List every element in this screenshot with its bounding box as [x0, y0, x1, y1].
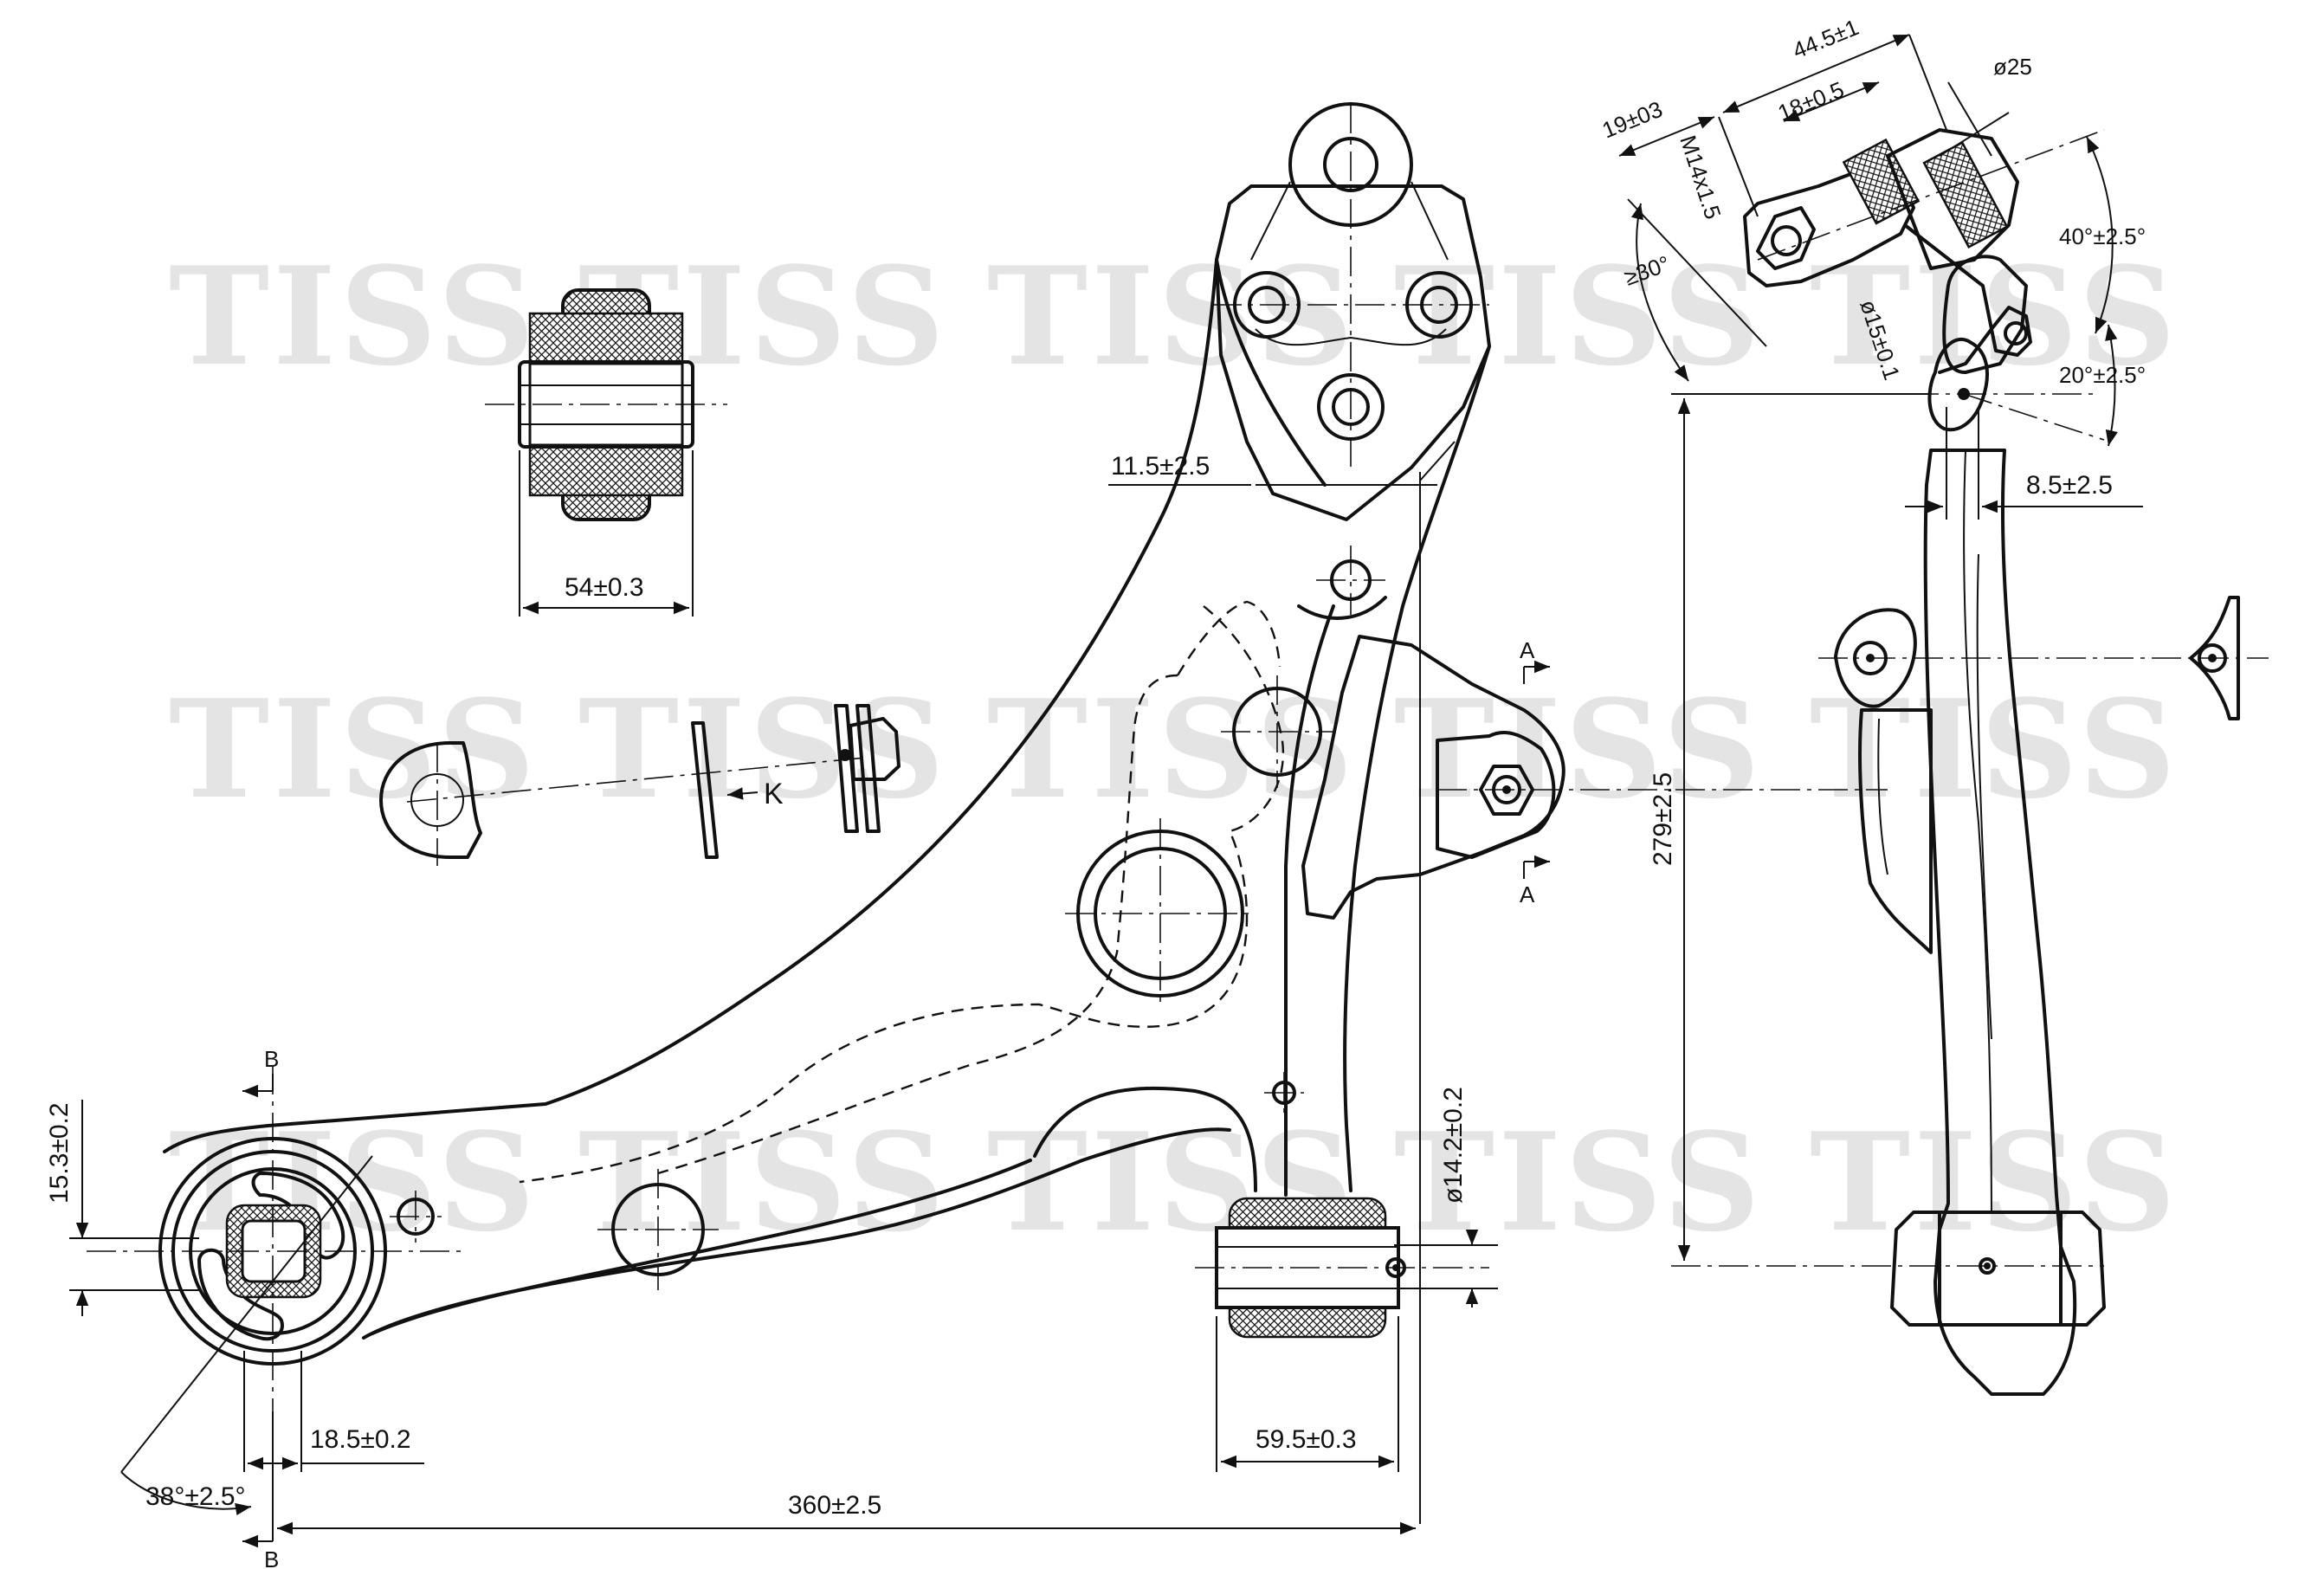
watermark-text: TISS — [1394, 237, 1764, 396]
side-dim-thread: M14x1.5 — [1675, 132, 1726, 223]
section-a-top: A — [1520, 637, 1535, 663]
bushing-width-dim: 54±0.3 — [565, 573, 644, 602]
dim-bushing-dia: ø14.2±0.2 — [1439, 1087, 1468, 1204]
dim-offset-top: 11.5±2.5 — [1111, 452, 1210, 481]
dim-length: 360±2.5 — [788, 1491, 881, 1520]
main-top-view: A A 11.5±2.5 — [45, 102, 1888, 1569]
side-dim-stud-a: 18±0.5 — [1774, 76, 1848, 126]
watermark-text: TISS — [987, 237, 1357, 396]
stabilizer-bracket — [1301, 635, 1565, 920]
rear-bushing — [1195, 1197, 1489, 1339]
watermark-text: TISS — [1810, 1103, 2179, 1262]
side-dim-stud-b: 19±03 — [1598, 96, 1666, 144]
side-arm-outline — [1923, 449, 2077, 1396]
watermark-text: TISS — [169, 670, 539, 829]
watermark-text: TISS — [987, 670, 1357, 829]
bushing-detail-view: 54±0.3 — [485, 288, 727, 617]
watermark-text: TISS — [1394, 1103, 1764, 1262]
arm-outline — [163, 258, 1218, 1153]
watermark-text: TISS — [1810, 670, 2179, 829]
dim-angle: 38°±2.5° — [145, 1482, 246, 1511]
side-dim-angle-lower: 20°±2.5° — [2059, 362, 2146, 388]
ball-joint-plate — [1215, 184, 1491, 521]
section-k-label: K — [764, 778, 784, 810]
dim-offset: 18.5±0.2 — [310, 1425, 411, 1454]
section-b-top: B — [264, 1046, 279, 1072]
ball-joint-stud — [1743, 171, 1915, 287]
side-dim-height: 279±2.5 — [1649, 772, 1677, 866]
watermark-text: TISS — [578, 1103, 948, 1262]
dim-bushing-width: 59.5±0.3 — [1256, 1425, 1357, 1454]
dim-height: 15.3±0.2 — [45, 1102, 74, 1204]
watermark-text: TISS — [578, 670, 948, 829]
section-a-bottom: A — [1520, 881, 1535, 907]
side-dim-angle-upper: 40°±2.5° — [2059, 223, 2146, 249]
section-k-view: K — [379, 704, 901, 866]
section-b-bottom: B — [264, 1546, 279, 1569]
side-dim-stud-length: 44.5±1 — [1789, 14, 1862, 64]
watermark-text: TISS — [169, 237, 539, 396]
watermark-text: TISS — [1394, 670, 1764, 829]
side-dim-offset: 8.5±2.5 — [2026, 471, 2113, 500]
side-dim-ball-dia: ø25 — [1993, 54, 2032, 80]
